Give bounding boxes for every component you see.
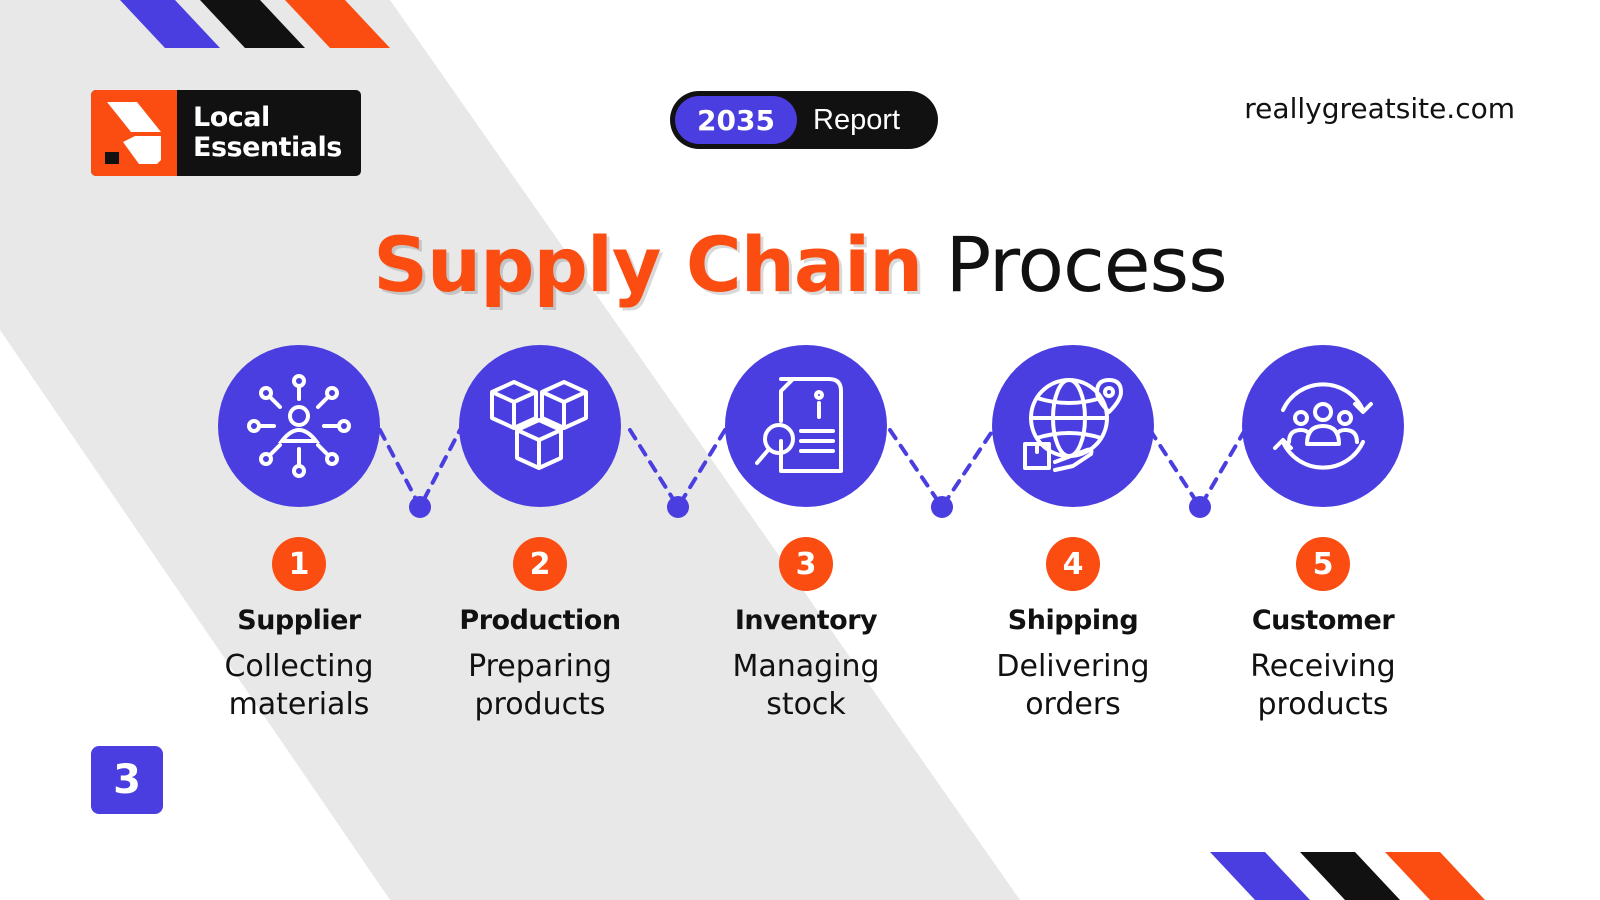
step-number: 4 (1046, 537, 1100, 591)
step-icon-circle (992, 345, 1154, 507)
step-description: Collecting materials (184, 648, 414, 724)
brand-name: Local Essentials (177, 103, 342, 163)
step-title: Inventory (734, 605, 878, 636)
page-number-badge: 3 (91, 746, 163, 814)
brand-name-line1: Local (193, 102, 270, 133)
document-search-icon (755, 377, 843, 473)
step-number: 5 (1296, 537, 1350, 591)
step-description: Managing stock (691, 648, 921, 724)
step-description-line2: stock (766, 687, 846, 722)
step-description-line1: Collecting (224, 649, 374, 684)
step-description-line2: orders (1025, 687, 1121, 722)
step-title: Customer (1251, 605, 1395, 636)
top-stripes-decoration (120, 0, 390, 48)
boxes-icon (490, 380, 588, 470)
step-icon-circle (218, 345, 380, 507)
step-icon-circle (459, 345, 621, 507)
step-description: Delivering orders (958, 648, 1188, 724)
step-title: Supplier (237, 605, 361, 636)
report-year: 2035 (675, 96, 797, 144)
process-step-shipping: 4 Shipping Delivering orders (958, 345, 1188, 724)
step-description: Receiving products (1208, 648, 1438, 724)
step-description: Preparing products (425, 648, 655, 724)
step-description-line2: materials (228, 687, 370, 722)
report-badge: 2035 Report (670, 91, 938, 149)
brand-logo: Local Essentials (91, 90, 361, 176)
report-label: Report (813, 103, 901, 136)
customers-cycle-icon (1273, 382, 1373, 470)
step-title: Production (459, 605, 621, 636)
bottom-stripes-decoration (1210, 852, 1485, 900)
title-highlight: Supply Chain (373, 220, 923, 309)
globe-delivery-icon (1023, 378, 1123, 472)
brand-name-line2: Essentials (193, 132, 342, 163)
process-step-customer: 5 Customer Receiving products (1208, 345, 1438, 724)
network-person-icon (247, 374, 351, 478)
step-icon-circle (725, 345, 887, 507)
step-icon-circle (1242, 345, 1404, 507)
title-rest: Process (945, 220, 1227, 309)
step-description-line1: Receiving (1250, 649, 1396, 684)
step-number: 2 (513, 537, 567, 591)
process-step-production: 2 Production Preparing products (425, 345, 655, 724)
brand-mark-icon (91, 90, 177, 176)
step-number: 1 (272, 537, 326, 591)
process-step-supplier: 1 Supplier Collecting materials (184, 345, 414, 724)
website-url: reallygreatsite.com (1244, 92, 1515, 125)
step-description-line1: Managing (732, 649, 880, 684)
process-step-inventory: 3 Inventory Managing stock (691, 345, 921, 724)
step-number: 3 (779, 537, 833, 591)
step-description-line1: Preparing (468, 649, 612, 684)
page-title: Supply Chain Process (0, 220, 1600, 309)
step-description-line2: products (474, 687, 606, 722)
step-description-line1: Delivering (996, 649, 1150, 684)
step-title: Shipping (1007, 605, 1139, 636)
step-description-line2: products (1257, 687, 1389, 722)
